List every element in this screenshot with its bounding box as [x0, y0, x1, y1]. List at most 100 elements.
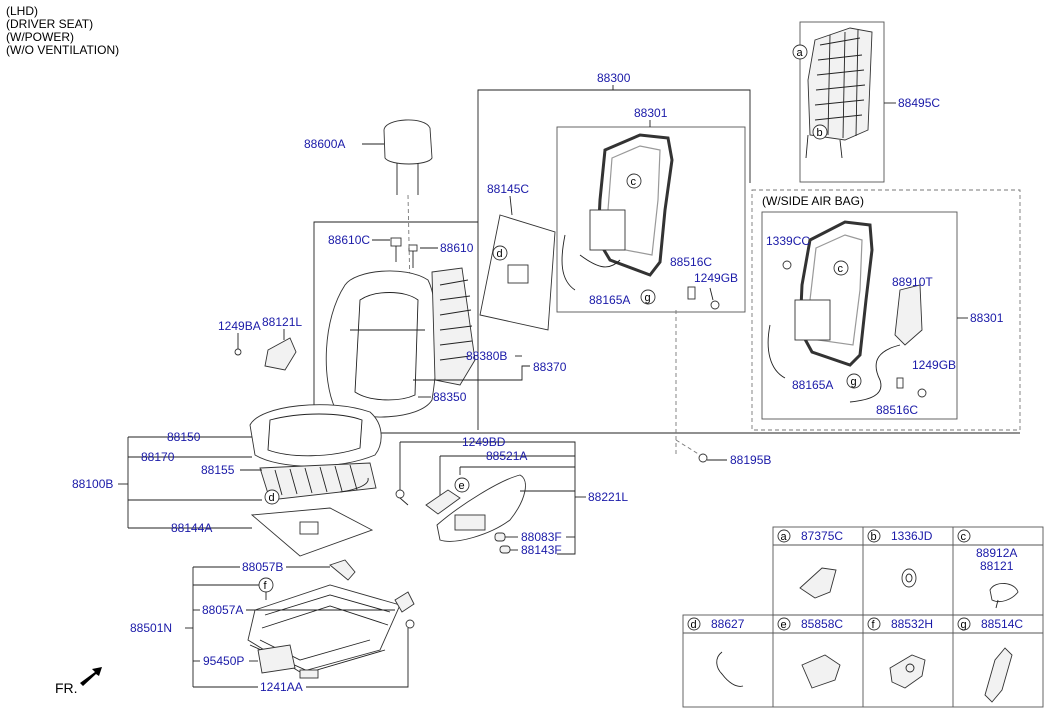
label-1249BA[interactable]: 1249BA	[218, 319, 261, 333]
callout-g-frame-text: g	[645, 292, 651, 304]
label-88165A[interactable]: 88165A	[589, 293, 630, 307]
part-87375C-icon	[799, 567, 837, 599]
back-cover-box-outline	[799, 21, 885, 183]
side-airbag-title: (W/SIDE AIR BAG)	[762, 194, 864, 208]
legend-part-85858C[interactable]: 85858C	[801, 617, 843, 631]
label-88521A[interactable]: 88521A	[486, 449, 527, 463]
legend-part-88121[interactable]: 88121	[980, 559, 1014, 573]
legend-key-f: f	[872, 619, 876, 631]
label-88516C[interactable]: 88516C	[670, 255, 712, 269]
label-88100B[interactable]: 88100B	[72, 477, 113, 491]
label-88221L[interactable]: 88221L	[588, 490, 628, 504]
seatback-assembly-group: 88300	[313, 71, 1020, 434]
header-notes: (LHD) (DRIVER SEAT) (W/POWER) (W/O VENTI…	[6, 4, 119, 57]
callout-b-backcover-text: b	[817, 127, 823, 139]
part-88912A-icon	[989, 583, 1019, 603]
frame-box-88301: 88301 c g 88165A 88516C 1249GB	[556, 106, 746, 313]
label-95450P[interactable]: 95450P	[203, 654, 244, 668]
callout-c-airbag-text: c	[838, 263, 844, 275]
seat-cushion-group: d 88150 88170 88155 88100B 88144A	[72, 404, 382, 557]
label-88057A[interactable]: 88057A	[202, 603, 243, 617]
label-88083F[interactable]: 88083F	[521, 530, 562, 544]
front-direction-indicator: FR.	[55, 667, 102, 696]
part-88514C-icon	[984, 647, 1013, 703]
side-airbag-dashed-box	[751, 189, 1021, 431]
label-88301[interactable]: 88301	[634, 106, 668, 120]
legend-cell-g: g 88514C	[957, 617, 1023, 703]
legend-part-88514C[interactable]: 88514C	[981, 617, 1023, 631]
label-88301-airbag[interactable]: 88301	[970, 311, 1004, 325]
label-1249GB-airbag[interactable]: 1249GB	[912, 358, 956, 372]
legend-table: a 87375C b 1336JD c 88912A 88121 d 88627	[682, 526, 1044, 708]
label-88145C[interactable]: 88145C	[487, 182, 529, 196]
clip-88057B	[329, 559, 356, 581]
callout-e	[454, 477, 470, 493]
callout-g-frame	[640, 289, 656, 305]
label-88144A[interactable]: 88144A	[171, 521, 212, 535]
callout-c-frame-text: c	[631, 176, 637, 188]
part-85858C-icon	[801, 654, 841, 689]
label-1249BD[interactable]: 1249BD	[462, 435, 506, 449]
label-88495C[interactable]: 88495C	[898, 96, 940, 110]
legend-cell-f: f 88532H	[867, 617, 933, 689]
switch-bracket	[425, 489, 461, 515]
label-88600A[interactable]: 88600A	[304, 137, 345, 151]
label-88195B[interactable]: 88195B	[730, 453, 771, 467]
module-95450P	[257, 644, 296, 674]
legend-part-88627[interactable]: 88627	[711, 617, 745, 631]
label-1249GB[interactable]: 1249GB	[694, 271, 738, 285]
callout-g-airbag-text: g	[851, 376, 857, 388]
callout-f-text: f	[264, 580, 268, 592]
headrest	[383, 119, 433, 165]
side-shield-group: 1249BD 88521A e 88221L 88083F 88143F	[395, 435, 628, 557]
label-88143F[interactable]: 88143F	[521, 543, 562, 557]
legend-part-88912A[interactable]: 88912A	[976, 546, 1017, 560]
back-pad-88380B	[431, 267, 476, 386]
label-88300[interactable]: 88300	[597, 71, 631, 85]
legend-key-e: e	[781, 619, 787, 631]
callout-c-airbag	[833, 260, 849, 276]
label-88516C-airbag[interactable]: 88516C	[876, 403, 918, 417]
seatback-bracket-left	[313, 221, 478, 433]
header-line-ventilation: (W/O VENTILATION)	[6, 43, 119, 57]
side-airbag-module	[894, 284, 923, 346]
part-88627-icon	[716, 651, 744, 687]
label-88170[interactable]: 88170	[141, 450, 175, 464]
side-shield-88221L	[436, 474, 526, 542]
label-88610C[interactable]: 88610C	[328, 233, 370, 247]
legend-part-1336JD[interactable]: 1336JD	[891, 529, 933, 543]
label-88380B[interactable]: 88380B	[466, 349, 507, 363]
side-cover-88121L-group: 1249BA 88121L	[218, 315, 302, 371]
label-88155[interactable]: 88155	[201, 463, 235, 477]
front-arrow-icon	[80, 667, 102, 686]
back-cover-box-88495C: a b 88495C	[792, 21, 940, 183]
callout-d-back	[492, 245, 508, 261]
label-1339CC[interactable]: 1339CC	[766, 234, 810, 248]
label-88910T[interactable]: 88910T	[892, 275, 933, 289]
callout-d-back-text: d	[497, 248, 503, 260]
side-airbag-group: (W/SIDE AIR BAG) c g 1339CC 88910T 88165…	[751, 189, 1021, 431]
legend-key-d: d	[691, 619, 697, 631]
front-label: FR.	[55, 680, 78, 696]
header-line-driver-seat: (DRIVER SEAT)	[6, 17, 93, 31]
label-88610[interactable]: 88610	[440, 241, 474, 255]
legend-key-a: a	[781, 531, 788, 543]
recliner-plate	[589, 209, 626, 251]
legend-part-87375C[interactable]: 87375C	[801, 529, 843, 543]
legend-part-88532H[interactable]: 88532H	[891, 617, 933, 631]
label-1241AA[interactable]: 1241AA	[260, 680, 303, 694]
label-88150[interactable]: 88150	[167, 430, 201, 444]
header-line-lhd: (LHD)	[6, 4, 38, 18]
label-88165A-airbag[interactable]: 88165A	[792, 378, 833, 392]
back-cushion	[325, 270, 438, 418]
callout-a-backcover-text: a	[797, 47, 804, 59]
side-airbag-inner-box	[761, 211, 958, 420]
label-88121L[interactable]: 88121L	[262, 315, 302, 329]
label-88350[interactable]: 88350	[433, 390, 467, 404]
side-cover-88121L	[264, 337, 297, 371]
label-88370[interactable]: 88370	[533, 360, 567, 374]
label-88057B[interactable]: 88057B	[242, 560, 283, 574]
label-88501N[interactable]: 88501N	[130, 621, 172, 635]
callout-d-seat	[264, 489, 280, 505]
back-cushion-group: d 88145C 88380B 88370 88350	[325, 182, 567, 418]
